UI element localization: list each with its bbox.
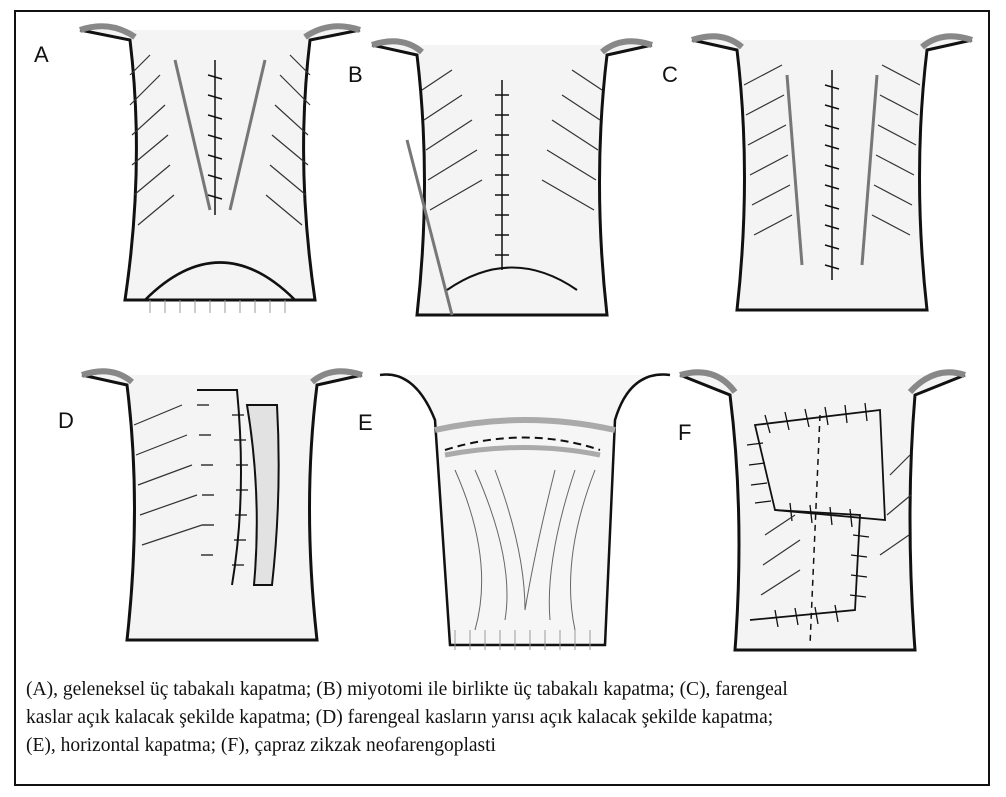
panel-d-illustration [72, 345, 372, 645]
caption-line-2: kaslar açık kalacak şekilde kapatma; (D)… [26, 704, 976, 732]
panel-a-illustration [70, 15, 370, 315]
panel-a-label: A [34, 42, 49, 68]
panel-c [682, 25, 982, 325]
panel-a [70, 15, 370, 315]
panel-c-illustration [682, 25, 982, 325]
panel-d [72, 345, 372, 645]
panel-f-label: F [678, 420, 691, 446]
panel-d-label: D [58, 408, 74, 434]
panel-e [375, 360, 675, 660]
panel-b [362, 30, 662, 330]
panel-c-label: C [662, 62, 678, 88]
panel-b-label: B [348, 62, 363, 88]
panel-e-label: E [358, 410, 373, 436]
panel-f [675, 355, 975, 655]
caption-line-3: (E), horizontal kapatma; (F), çapraz zik… [26, 732, 976, 760]
caption-line-1: (A), geleneksel üç tabakalı kapatma; (B)… [26, 676, 976, 704]
panel-b-illustration [362, 30, 662, 330]
figure-caption: (A), geleneksel üç tabakalı kapatma; (B)… [26, 676, 976, 760]
panel-f-illustration [675, 355, 975, 655]
panel-e-illustration [375, 360, 675, 660]
